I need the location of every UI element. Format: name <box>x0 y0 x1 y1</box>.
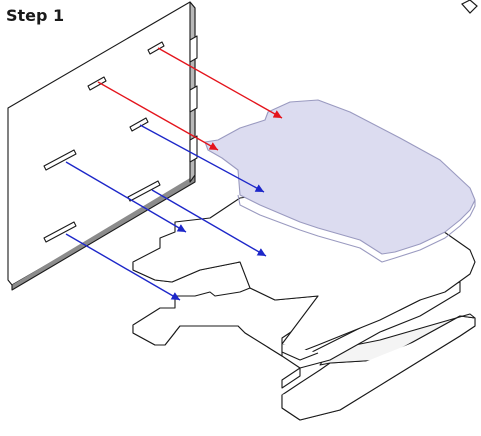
red-arrows <box>97 47 283 151</box>
step-title: Step 1 <box>6 6 65 25</box>
bottom-tray-plate <box>281 313 476 421</box>
blue-arrows <box>65 124 267 301</box>
rotate-icon <box>461 0 478 14</box>
highlighted-top-plate <box>204 99 476 263</box>
back-board <box>7 1 198 291</box>
